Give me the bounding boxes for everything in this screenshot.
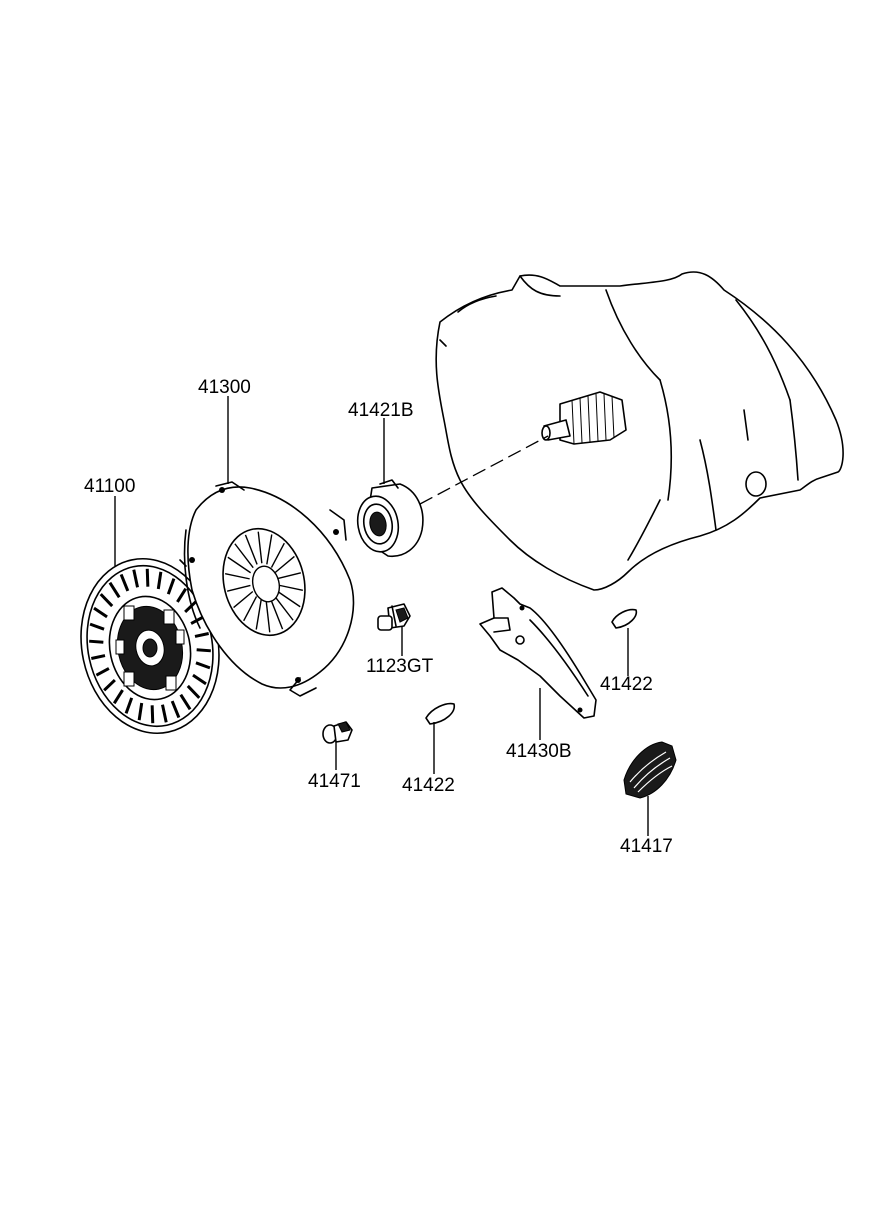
disc-groove xyxy=(176,587,188,603)
part-label-1123gt: 1123GT xyxy=(366,656,434,677)
disc-groove xyxy=(161,704,168,723)
clip-right xyxy=(611,608,638,629)
disc-groove xyxy=(124,697,134,714)
disc-groove xyxy=(89,639,104,644)
disc-groove xyxy=(108,581,121,599)
ball-stud xyxy=(322,721,353,744)
disc-groove xyxy=(194,632,210,638)
disc-groove xyxy=(150,705,155,724)
diaphragm-finger xyxy=(257,531,263,564)
part-label-41421b: 41421B xyxy=(348,400,414,421)
disc-groove xyxy=(89,622,105,631)
disc-groove xyxy=(103,678,116,692)
disc-groove xyxy=(186,684,201,699)
part-label-41300: 41300 xyxy=(198,377,251,398)
disc-groove xyxy=(156,571,163,590)
disc-groove xyxy=(112,689,124,705)
disc-groove xyxy=(132,569,139,588)
diaphragm-finger xyxy=(234,543,254,569)
center-axis-line xyxy=(419,435,549,505)
disc-groove xyxy=(184,600,197,614)
part-label-41430b: 41430B xyxy=(506,741,572,762)
disc-groove xyxy=(190,615,205,625)
part-labels: 41100 41300 41421B 1123GT 41422 41422 41… xyxy=(84,377,673,857)
pivot-bolt xyxy=(377,603,411,631)
diaphragm-finger xyxy=(233,590,254,609)
pressure-plate xyxy=(179,481,355,697)
clutch-disc xyxy=(80,557,220,735)
disc-groove xyxy=(179,693,192,711)
diaphragm-finger xyxy=(266,534,273,565)
diaphragm-finger xyxy=(276,590,301,608)
diaphragm-finger xyxy=(277,572,302,580)
clip-center xyxy=(425,702,455,725)
disc-groove xyxy=(192,673,207,686)
part-label-41422-center: 41422 xyxy=(402,775,455,796)
disc-groove xyxy=(137,702,144,721)
diaphragm-finger xyxy=(265,600,271,633)
diaphragm-finger xyxy=(274,595,294,621)
disc-groove xyxy=(90,654,106,660)
part-label-41471: 41471 xyxy=(308,771,361,792)
part-label-41422-right: 41422 xyxy=(600,674,653,695)
diaphragm-finger xyxy=(244,534,258,565)
transmission-housing xyxy=(435,271,844,591)
boot xyxy=(623,741,677,799)
disc-groove xyxy=(99,593,114,608)
diaphragm-finger xyxy=(270,542,285,568)
diaphragm-finger xyxy=(255,599,262,630)
diaphragm-finger xyxy=(224,573,250,580)
disc-groove xyxy=(95,667,110,677)
disc-groove xyxy=(93,606,108,619)
diaphragm-finger xyxy=(227,556,252,574)
disc-groove xyxy=(166,578,176,595)
leader-lines xyxy=(114,396,649,836)
disc-groove xyxy=(196,648,211,653)
disc-groove xyxy=(170,700,181,719)
diaphragm-finger xyxy=(278,584,304,591)
diaphragm-finger xyxy=(270,599,284,630)
diaphragm-finger xyxy=(243,596,258,622)
disc-groove xyxy=(119,573,130,592)
part-label-41417: 41417 xyxy=(620,836,673,857)
diaphragm-finger xyxy=(274,555,295,574)
disc-groove xyxy=(145,568,150,587)
part-label-41100: 41100 xyxy=(84,476,135,497)
release-fork xyxy=(479,587,597,719)
release-bearing xyxy=(356,479,424,557)
diaphragm-finger xyxy=(226,584,251,592)
disc-groove xyxy=(195,661,211,670)
